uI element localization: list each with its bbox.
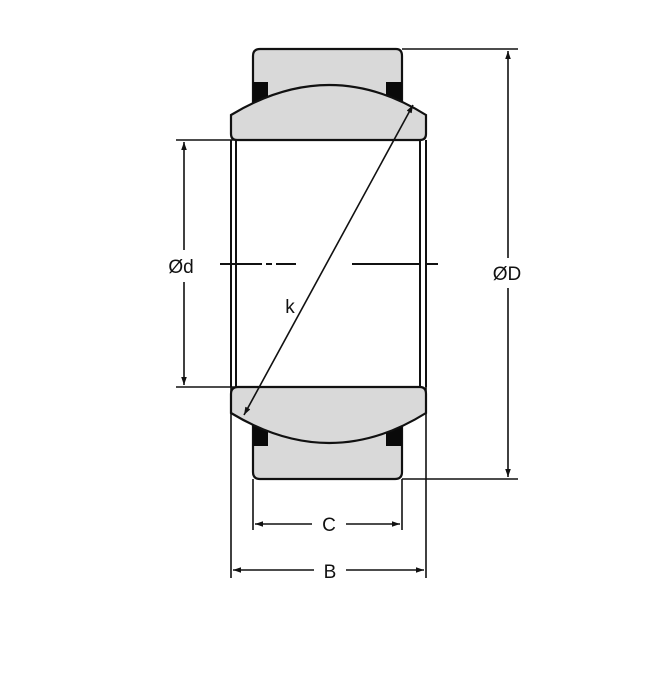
extension-lines bbox=[176, 48, 518, 578]
outer-diameter-dimension: ØD bbox=[493, 51, 522, 477]
outer-ring-width-label: C bbox=[322, 515, 336, 536]
seal-top-left bbox=[253, 82, 268, 102]
seal-bottom-left bbox=[253, 426, 268, 446]
inner-ring-width-dimension: B bbox=[233, 562, 424, 583]
outer-ring-width-dimension: C bbox=[255, 515, 400, 536]
bore-diameter-dimension: Ød bbox=[168, 142, 194, 385]
bore-diameter-label: Ød bbox=[168, 257, 193, 278]
inner-ring-width-label: B bbox=[324, 562, 337, 583]
sphere-diameter-dimension: k bbox=[243, 104, 414, 416]
sphere-diameter-label: k bbox=[285, 297, 295, 318]
outer-diameter-label: ØD bbox=[493, 264, 522, 285]
